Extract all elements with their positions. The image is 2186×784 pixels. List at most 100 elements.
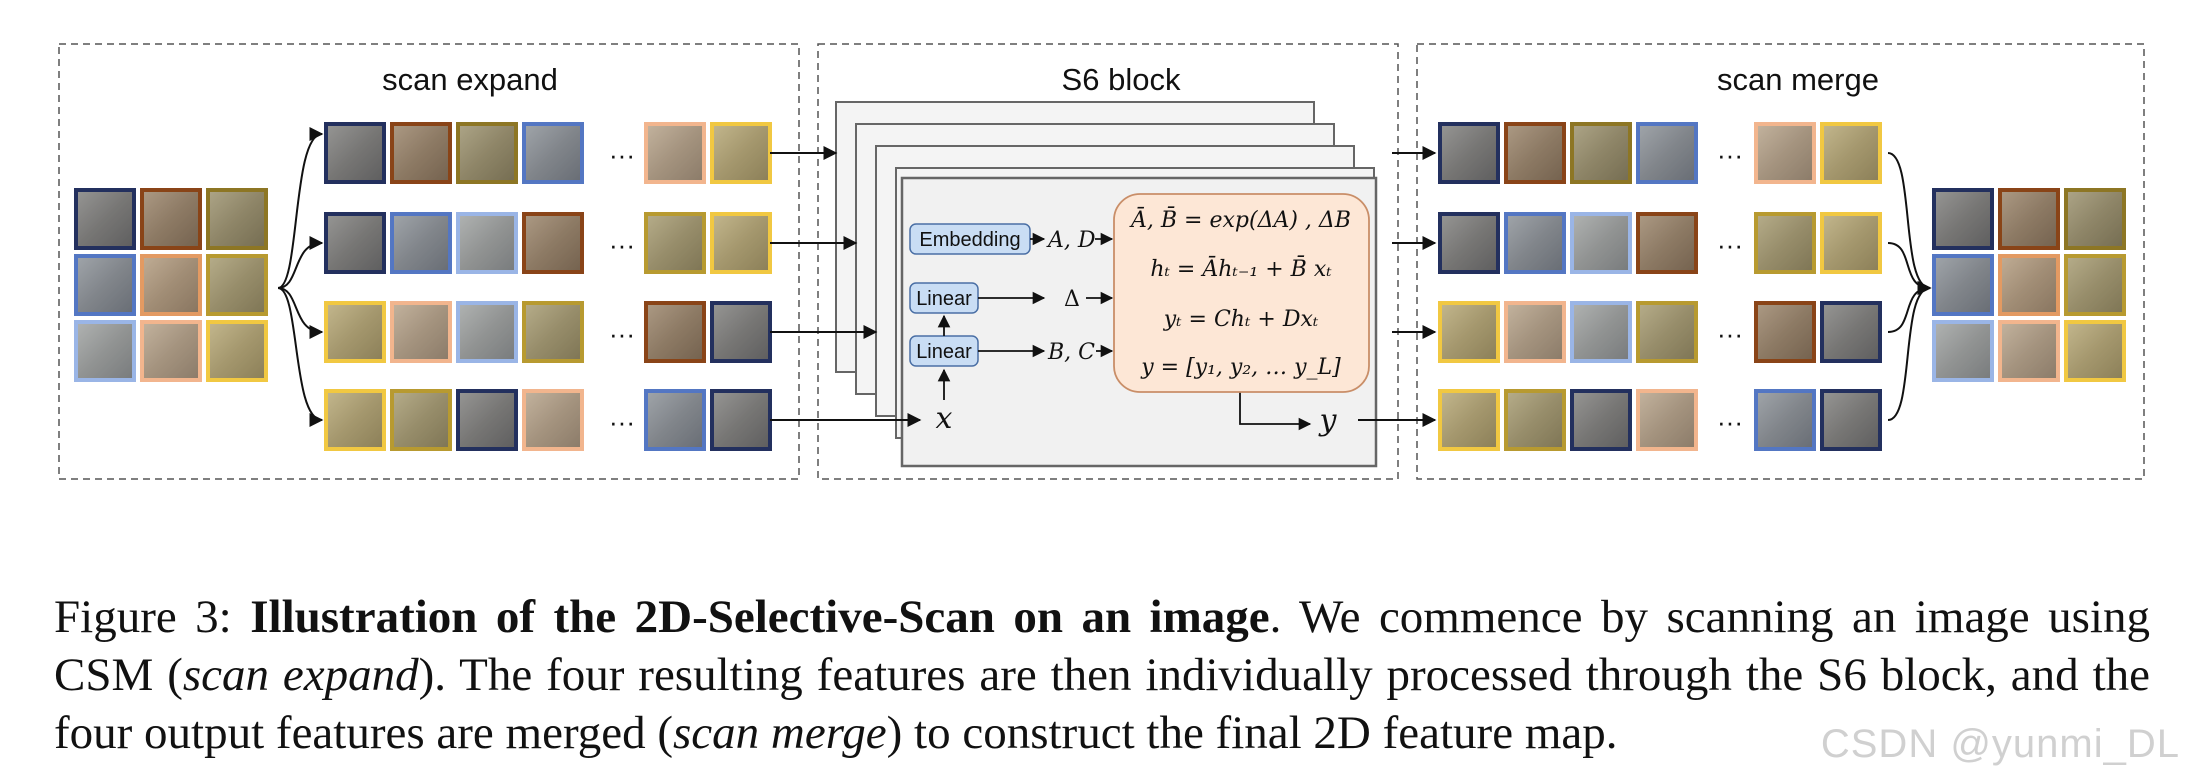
merge-patch [1636,212,1698,274]
expand-patch [390,212,452,274]
expand-patch [522,122,584,184]
output-patch [2064,188,2126,250]
s6-input-arrows [770,146,922,427]
caption-italic-1: scan expand [182,649,419,701]
expand-patch [644,122,706,184]
merge-patch [1504,389,1566,451]
x-input-label: x [936,401,953,436]
expand-patch [390,122,452,184]
expand-patch [644,212,706,274]
merge-ellipsis: ··· [1717,230,1743,260]
expand-ellipsis: ··· [609,319,635,349]
merge-patch [1754,301,1816,363]
caption-italic-2: scan merge [673,707,887,759]
merge-patch [1504,122,1566,184]
input-patch [140,320,202,382]
expand-patch [456,389,518,451]
caption-text-2: ). The four resulting features are then … [54,649,2150,759]
expand-patch [324,301,386,363]
merge-patch [1504,212,1566,274]
merge-patch [1820,301,1882,363]
expand-patch [710,389,772,451]
merge-patch [1570,212,1632,274]
linear-label-delta: Linear [916,288,972,310]
expand-patch [390,301,452,363]
expand-patch [456,212,518,274]
expand-ellipsis: ··· [609,230,635,260]
expand-ellipsis: ··· [609,407,635,437]
linear-label-bc: Linear [916,341,972,363]
delta-label: Δ [1064,287,1080,312]
merge-patch [1820,122,1882,184]
merge-patch [1570,122,1632,184]
figure-caption: Figure 3: Illustration of the 2D-Selecti… [54,588,2150,762]
caption-text-3: ) to construct the final 2D feature map. [886,707,1618,759]
expand-patch [390,389,452,451]
merge-fanin-arrows [1887,152,1932,421]
merge-patch [1570,301,1632,363]
expand-ellipsis: ··· [609,140,635,170]
y-output-label: y [1318,403,1338,438]
eq-output: yₜ = Chₜ + Dxₜ [1163,307,1319,332]
expand-patch [324,122,386,184]
caption-title: Illustration of the 2D-Selective-Scan on… [250,591,1270,643]
scan-expand-title: scan expand [382,62,558,97]
merge-patch [1754,389,1816,451]
caption-text-1: . We commence by scanning an image using… [54,591,2150,701]
scan-merge-sequences: ··· ··· ··· ··· [1438,122,1882,451]
bc-label: B, C [1047,340,1095,365]
merge-patch [1820,212,1882,274]
merge-ellipsis: ··· [1717,407,1743,437]
expand-patch [644,389,706,451]
input-patch [206,320,268,382]
merge-patch [1438,122,1500,184]
scan-merge-panel [1416,43,2145,480]
merge-patch [1570,389,1632,451]
merge-patch [1636,301,1698,363]
expand-patch [456,122,518,184]
output-patch [1998,320,2060,382]
s6-block-title: S6 block [1062,62,1181,97]
scan-merge-title: scan merge [1717,62,1879,97]
merge-patch [1438,389,1500,451]
merge-patch [1754,212,1816,274]
eq-sequence: y = [y₁, y₂, … y_L] [1140,355,1341,380]
expand-patch [522,301,584,363]
merge-patch [1636,122,1698,184]
merge-patch [1438,212,1500,274]
expand-patch [644,301,706,363]
watermark: CSDN @yunmi_DL [1820,722,2180,766]
output-image-grid [1932,188,2126,382]
ad-label: A, D [1046,228,1096,253]
selective-scan-diagram: scan expand S6 block scan merge ········… [58,43,2145,480]
merge-patch [1438,301,1500,363]
output-patch [1998,188,2060,250]
eq-discretization: Ā, B̄ = exp(ΔA) , ΔB [1129,206,1351,233]
input-patch [140,188,202,250]
expand-fanout-arrows [277,127,324,427]
output-patch [2064,254,2126,316]
eq-state-update: hₜ = Āhₜ₋₁ + B̄ xₜ [1150,255,1332,282]
output-patch [1932,320,1994,382]
input-patch [206,188,268,250]
expand-patch [324,212,386,274]
embedding-label: Embedding [919,229,1020,251]
input-patch [74,188,136,250]
equations-box [1113,193,1370,393]
output-patch [2064,320,2126,382]
input-patch [140,254,202,316]
merge-patch [1504,301,1566,363]
input-patch [74,254,136,316]
input-patch [74,320,136,382]
s6-output-arrows [1358,146,1437,427]
s6-block-panel [817,43,1399,480]
merge-ellipsis: ··· [1717,140,1743,170]
scan-expand-sequences: ··· ··· ··· ··· [324,122,772,451]
merge-patch [1636,389,1698,451]
expand-patch [710,301,772,363]
merge-ellipsis: ··· [1717,319,1743,349]
expand-patch [710,122,772,184]
input-image-grid [74,188,268,382]
figure-label: Figure 3: [54,591,251,643]
expand-patch [324,389,386,451]
